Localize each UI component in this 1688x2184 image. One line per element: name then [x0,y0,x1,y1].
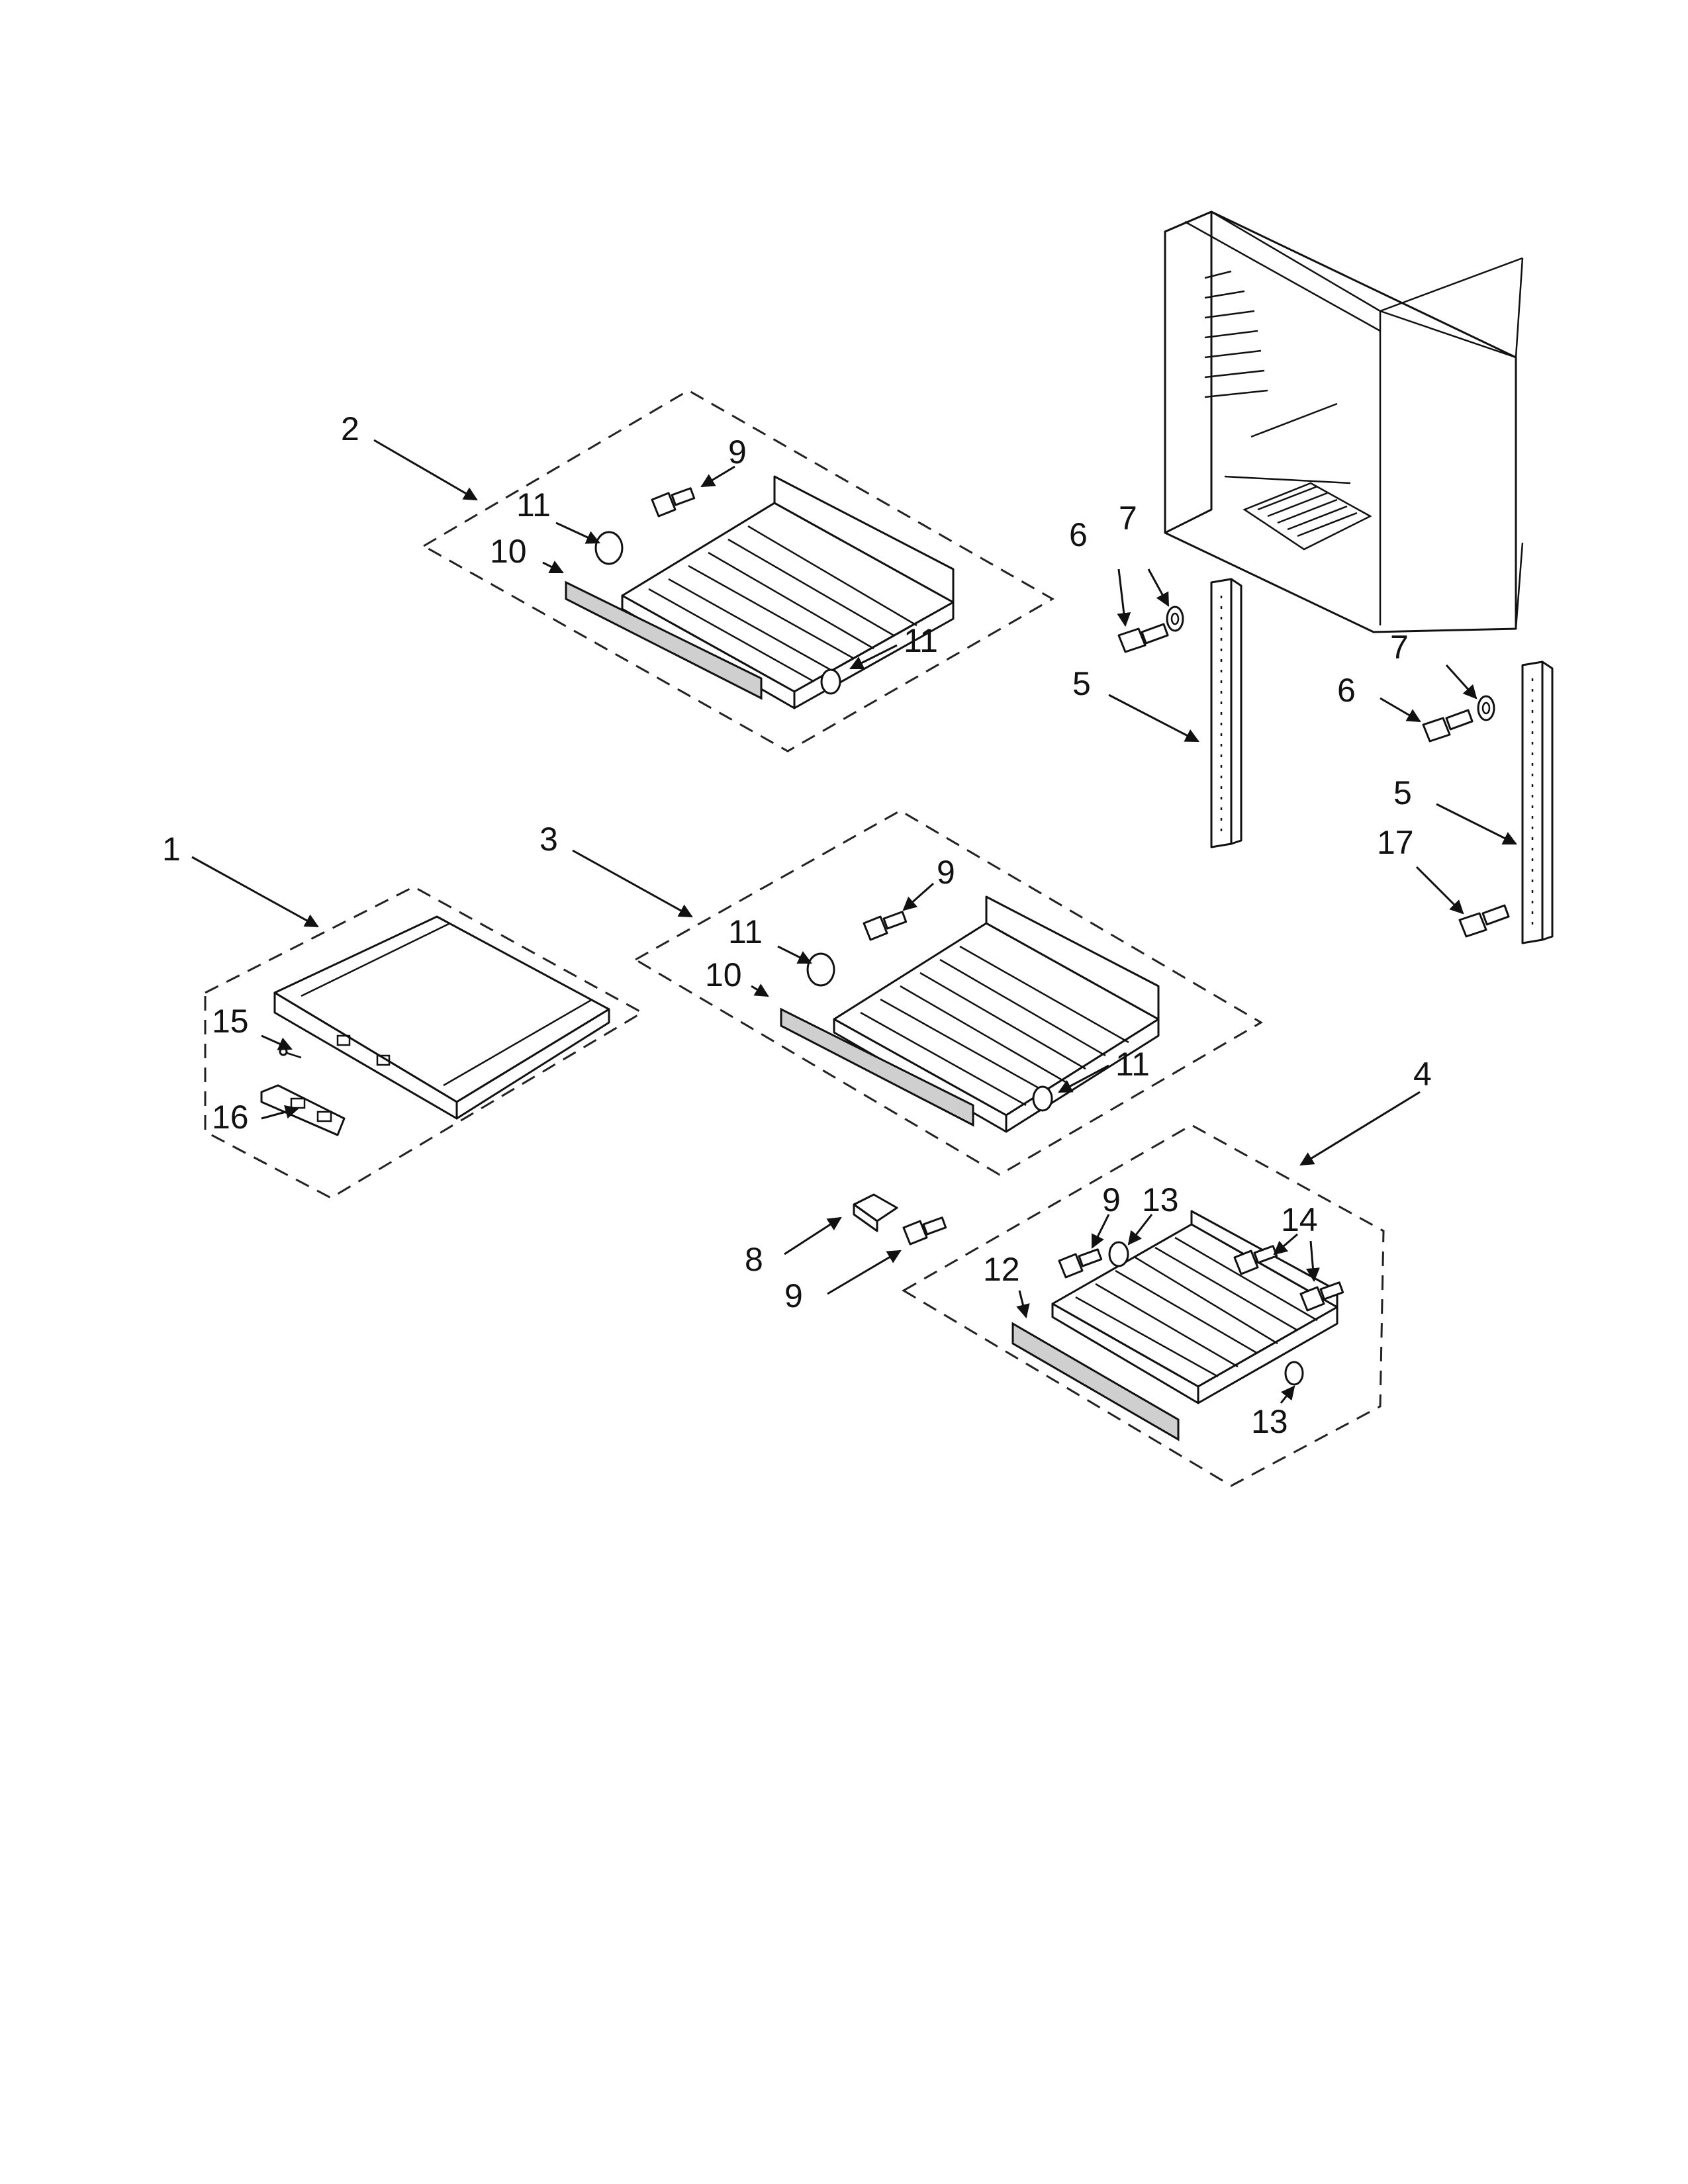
callout-9-loose: 9 [784,1277,803,1314]
callout-16: 16 [212,1099,249,1136]
cover-panel-1 [273,915,610,1120]
screw-9-lower [1058,1248,1103,1279]
roller-11-middle-a [806,952,835,987]
callout-17: 17 [1377,824,1414,861]
callout-6-lower: 6 [1337,672,1356,709]
callout-5-lower: 5 [1393,774,1412,811]
callout-11-middle-b: 11 [1115,1046,1150,1083]
callout-13-b: 13 [1251,1403,1288,1440]
washer-7-lower [1477,695,1495,721]
side-rail-left [1210,578,1243,848]
callout-9-lower: 9 [1102,1181,1121,1218]
washer-7-upper [1166,606,1184,632]
side-rail-right [1521,660,1554,944]
callout-11-middle-a: 11 [728,913,763,950]
shelf-assembly-3 [833,895,1160,1133]
callout-5-upper: 5 [1072,665,1091,702]
screw-9-middle [863,911,908,941]
refrigerator-cabinet [1164,210,1524,633]
callout-4: 4 [1413,1056,1432,1093]
callout-3: 3 [539,821,558,858]
callout-13-a: 13 [1142,1181,1179,1218]
callout-10-upper: 10 [490,533,527,570]
roller-11-middle-b [1032,1085,1053,1112]
screw-9-loose [902,1216,947,1246]
callout-9-middle: 9 [937,854,955,891]
callout-8: 8 [745,1241,763,1278]
assembly-3-boundary [633,809,1263,1176]
screw-6-lower [1422,709,1474,743]
callout-1: 1 [162,831,181,868]
callout-15: 15 [212,1003,249,1040]
roller-11-upper-b [820,668,841,695]
screw-9-upper [651,487,696,518]
callout-10-middle: 10 [705,956,742,993]
bracket-8 [853,1193,898,1232]
assembly-2-boundary [421,389,1055,752]
assembly-1-boundary [204,886,645,1199]
assembly-4-boundary [902,1124,1385,1487]
callout-2: 2 [341,410,359,447]
shelf-front-trim-10-upper [565,580,763,700]
callout-labels: 2 9 11 10 11 6 7 5 7 6 5 17 1 3 9 11 10 … [162,410,1432,1440]
roller-13-a [1108,1241,1129,1267]
switch-bracket-16 [260,1084,346,1136]
screw-17 [1458,904,1510,938]
screw-14-b [1299,1281,1344,1312]
callout-7-upper: 7 [1119,500,1137,537]
screw-6-upper [1117,623,1169,653]
callout-14: 14 [1281,1201,1318,1238]
leader-lines [191,439,1517,1404]
cabinet-vents-upper [1204,270,1268,398]
callout-6-upper: 6 [1069,516,1088,553]
cabinet-vents-lower [1243,482,1372,551]
callout-11-upper-a: 11 [516,486,551,523]
shelf-front-trim-10-middle [780,1007,974,1127]
callout-12: 12 [983,1251,1020,1288]
callout-9-upper: 9 [728,433,747,471]
drawer-front-trim-12 [1011,1322,1180,1441]
callout-7-lower: 7 [1390,629,1409,666]
callout-11-upper-b: 11 [904,622,938,659]
roller-11-upper-a [594,531,624,565]
roller-13-b [1284,1361,1304,1386]
